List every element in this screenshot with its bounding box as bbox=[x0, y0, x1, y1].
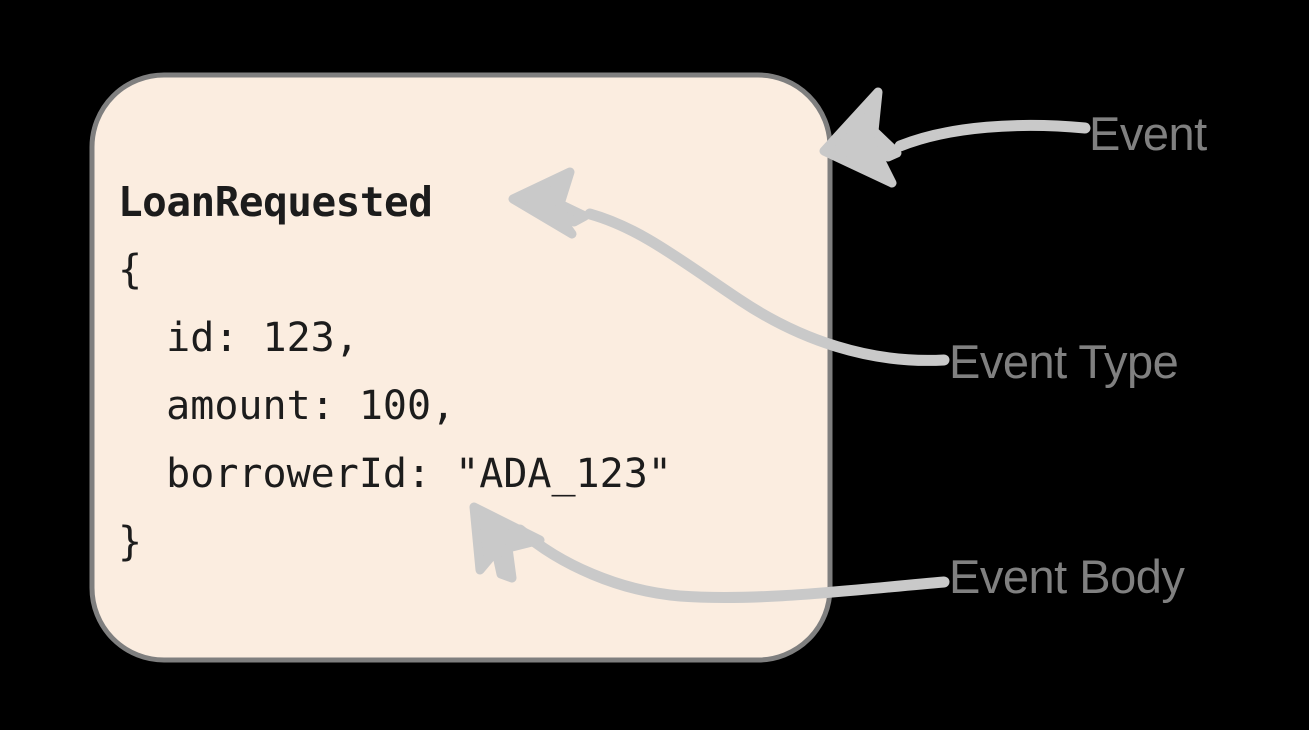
event-box-outline bbox=[89, 72, 833, 663]
callout-arrow-event-body-curve bbox=[514, 524, 950, 604]
callout-arrow-event-type-head bbox=[508, 167, 590, 239]
callout-arrow-event-body bbox=[469, 502, 950, 604]
callout-arrow-event-body-head bbox=[469, 502, 545, 583]
callout-arrow-event-type bbox=[508, 167, 950, 366]
callout-label-event: Event bbox=[1089, 107, 1207, 160]
callout-arrow-event-curve bbox=[894, 119, 1091, 152]
callout-arrow-event-head bbox=[819, 87, 902, 188]
callout-label-event-body: Event Body bbox=[949, 550, 1185, 603]
callout-arrow-event bbox=[819, 87, 1091, 188]
callout-arrow-event-type-curve bbox=[584, 208, 950, 366]
callout-label-event-type: Event Type bbox=[949, 335, 1179, 388]
